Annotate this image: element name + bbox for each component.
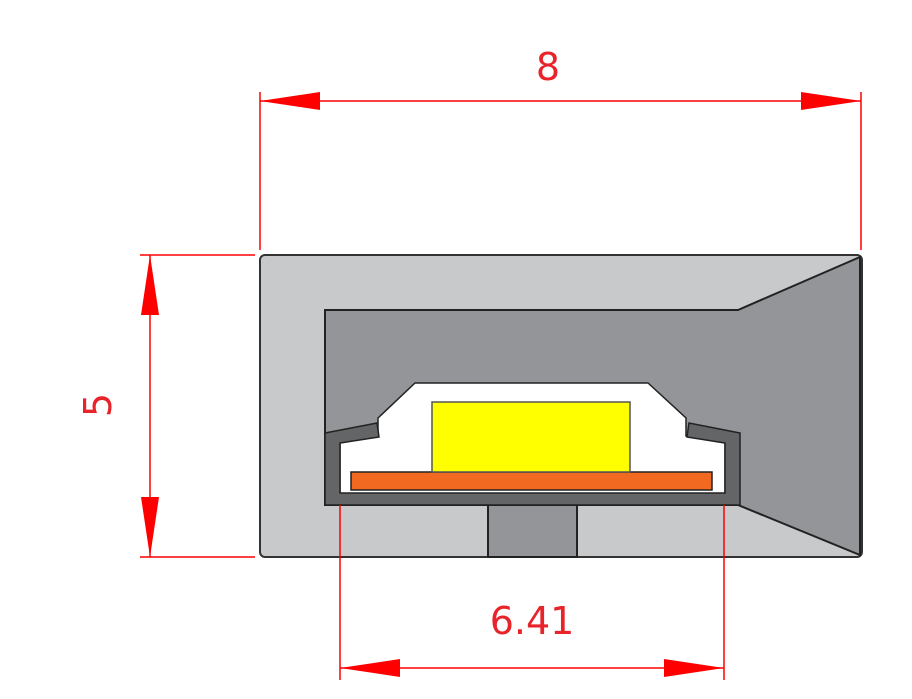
- inner-width-label: 6.41: [490, 599, 575, 643]
- height-label: 5: [76, 393, 120, 417]
- inner-width-dimension: [339, 505, 725, 680]
- width-dimension: [259, 92, 862, 250]
- pcb-strip: [350, 471, 713, 491]
- mounting-stem: [487, 504, 578, 558]
- width-label: 8: [536, 45, 560, 89]
- led-channel: [324, 422, 741, 506]
- height-dimension: [140, 254, 255, 558]
- led-chip: [431, 401, 631, 473]
